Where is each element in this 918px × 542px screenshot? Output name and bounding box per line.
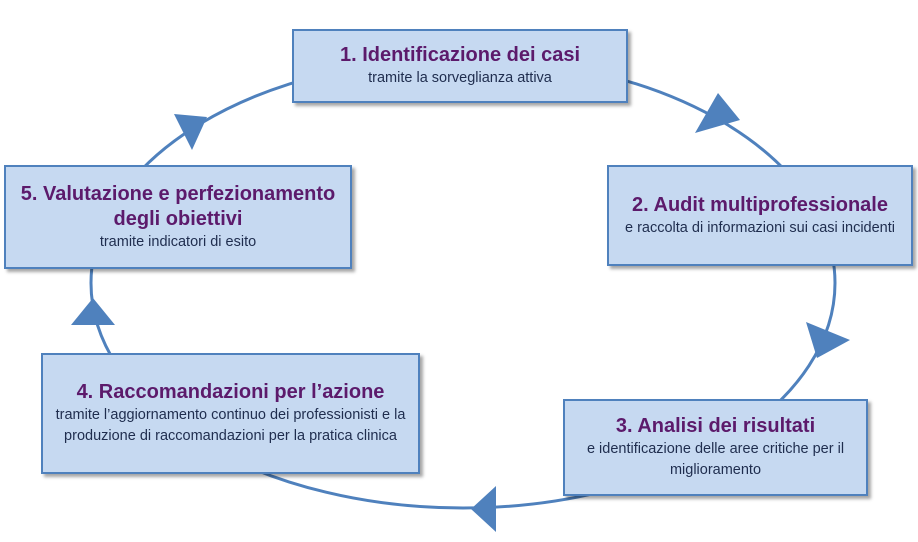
step-2-title: 2. Audit multiprofessionale: [632, 193, 888, 216]
step-2-subtitle: e raccolta di informazioni sui casi inci…: [625, 219, 895, 236]
step-3-subtitle: e identificazione delle aree critiche pe…: [586, 441, 845, 478]
arrow-head-top-right: [695, 93, 740, 133]
step-5-title: 5. Valutazione e perfezionamento degli o…: [20, 182, 336, 230]
step-1-subtitle: tramite la sorveglianza attiva: [368, 70, 552, 86]
step-1-title: 1. Identificazione dei casi: [339, 44, 581, 66]
step-4-subtitle: tramite l’aggiornamento continuo dei pro…: [55, 407, 406, 444]
arrow-head-left: [71, 298, 115, 325]
step-5-subtitle: tramite indicatori di esito: [99, 233, 257, 250]
step-1-box: 1. Identificazione dei casi tramite la s…: [292, 29, 628, 103]
step-3-box: 3. Analisi dei risultati e identificazio…: [563, 399, 868, 496]
arrow-head-bottom: [471, 486, 496, 532]
step-2-box: 2. Audit multiprofessionale e raccolta d…: [607, 165, 913, 266]
step-4-box: 4. Raccomandazioni per l’azione tramite …: [41, 353, 420, 474]
step-3-title: 3. Analisi dei risultati: [615, 415, 816, 437]
arrow-head-top-left: [174, 114, 207, 150]
arrow-head-right: [806, 322, 850, 358]
step-5-box: 5. Valutazione e perfezionamento degli o…: [4, 165, 352, 269]
step-4-title: 4. Raccomandazioni per l’azione: [76, 381, 385, 403]
